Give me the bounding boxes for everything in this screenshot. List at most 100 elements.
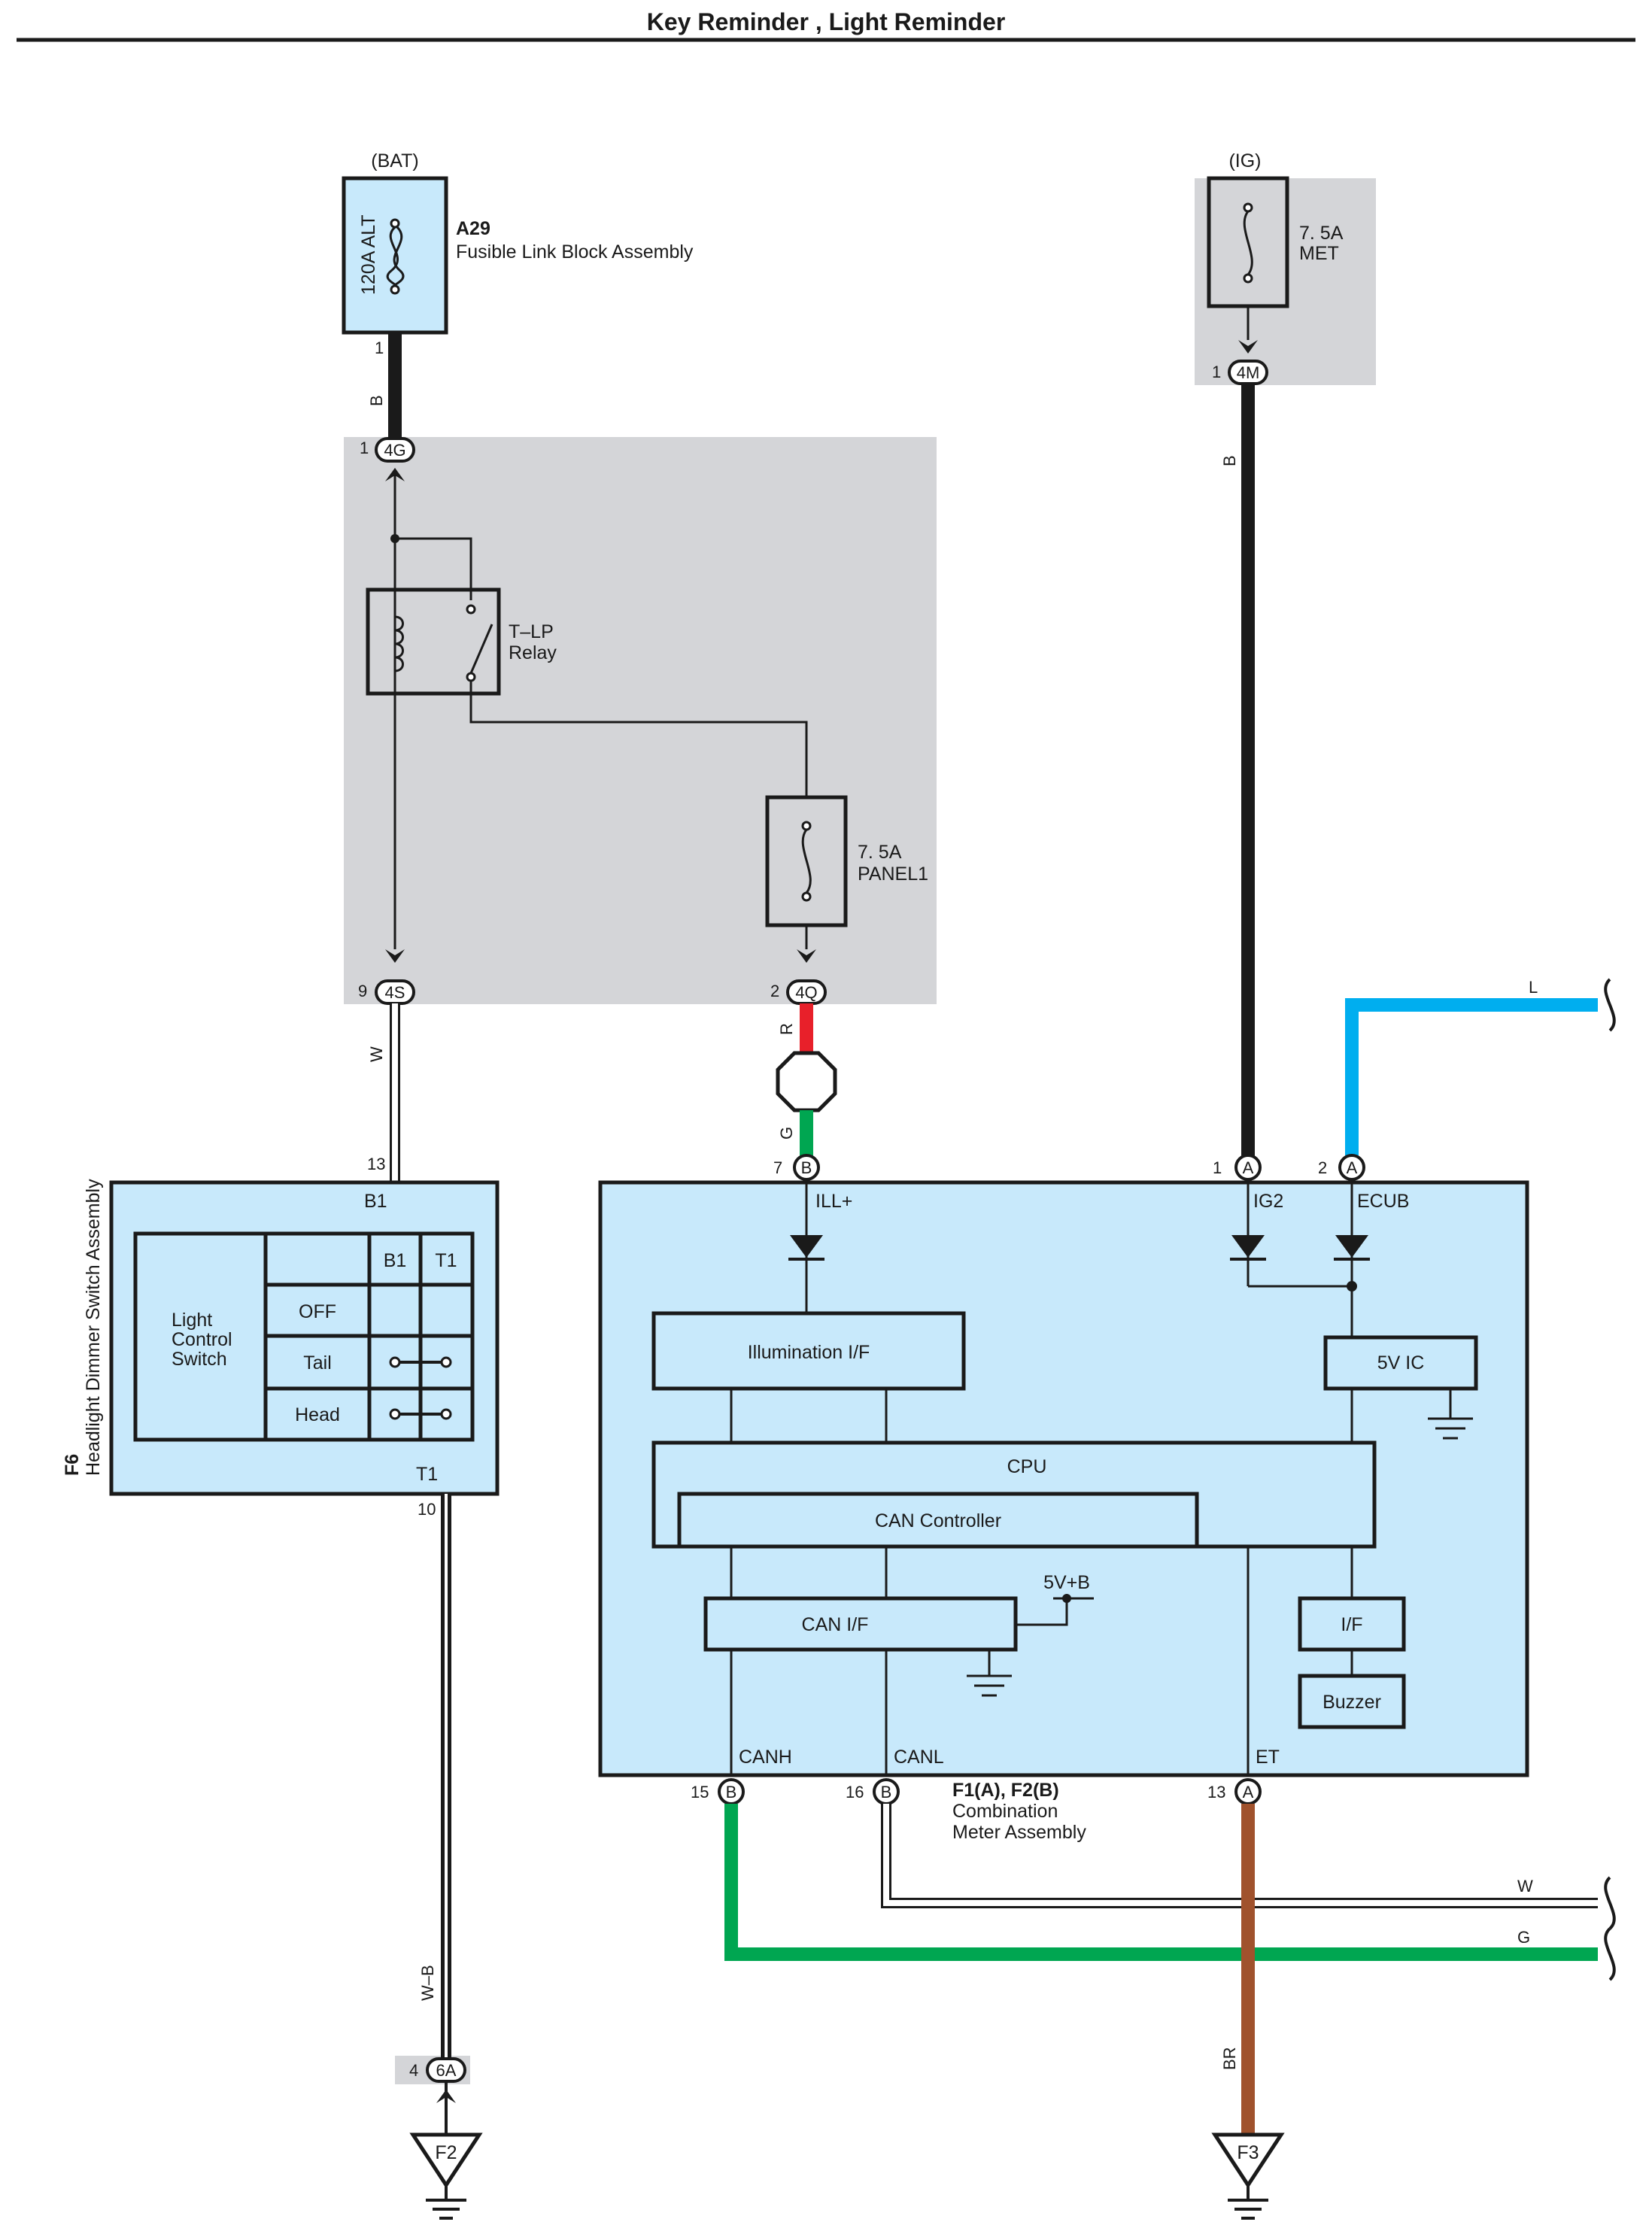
wire-w-canl: [883, 1804, 1598, 1906]
relay-coil-icon: [394, 615, 404, 672]
ill-diode-icon: [788, 1235, 824, 1261]
meter-ecub-label: ECUB: [1357, 1191, 1409, 1212]
jb-panel-feed: [469, 681, 808, 797]
conn-4m-pin: 1: [1212, 363, 1221, 381]
relay-label-2: Relay: [509, 642, 557, 663]
conn-4g: [375, 437, 415, 463]
ground-f2-earth-icon: [426, 2185, 466, 2220]
junction-block-area: [344, 437, 937, 1004]
ground-f2-pin: 4: [409, 2061, 418, 2080]
wire-l-break-icon: [1604, 978, 1616, 1032]
conn-4m-arrow-icon: [1238, 340, 1258, 354]
ground-f3-earth-icon: [1228, 2185, 1268, 2220]
meter-ig2-pin-conn: A: [1243, 1158, 1254, 1177]
page-title: Key Reminder , Light Reminder: [647, 8, 1006, 35]
meter-canh-label: CANH: [739, 1747, 792, 1768]
ground-f3-label: F3: [1237, 2142, 1259, 2163]
switch-top-pin: 13: [367, 1155, 385, 1173]
meter-ill-pin-conn: B: [801, 1158, 812, 1177]
meter-code: F1(A), F2(B): [952, 1780, 1059, 1801]
table-label-1: Light: [172, 1310, 212, 1331]
panel1-fuse-icon: [801, 821, 812, 902]
tail-contact-icon: [389, 1356, 452, 1368]
wire-g-break-icon: [1604, 1927, 1616, 1981]
conn-4m-id: 4M: [1237, 363, 1260, 382]
table-label-2: Control: [172, 1329, 232, 1350]
ecub-diode-icon: [1334, 1235, 1370, 1261]
can-controller-label: CAN Controller: [875, 1510, 1001, 1531]
vref-dot: [1062, 1594, 1071, 1603]
ic5v-ground-icon: [1428, 1389, 1473, 1440]
wire-l-label: L: [1529, 978, 1538, 997]
combination-meter-box: [598, 1180, 1529, 1777]
ig-label: (IG): [1228, 150, 1261, 171]
wire-w-canl-label: W: [1517, 1877, 1533, 1896]
wire-r-label: R: [777, 1023, 796, 1035]
conn-4s-pin: 9: [358, 982, 367, 1000]
vref-label: 5V+B: [1043, 1572, 1090, 1593]
meter-ecub-pin-num: 2: [1318, 1158, 1327, 1177]
switch-bottom-terminal: T1: [416, 1464, 438, 1485]
panel1-fuse-label-1: 7. 5A: [858, 842, 902, 863]
if-label: I/F: [1341, 1614, 1362, 1635]
fusible-link-code: A29: [456, 218, 490, 239]
tlp-relay-box: [366, 587, 501, 696]
can-if-label: CAN I/F: [802, 1614, 869, 1635]
wire-g-label: G: [777, 1127, 796, 1140]
wire-g-canh: [724, 1804, 1598, 1961]
meter-et-pin-num: 13: [1207, 1783, 1225, 1801]
wire-b-ig-label: B: [1220, 455, 1239, 466]
ic5v-box: [1323, 1335, 1478, 1391]
met-fuse-icon: [1243, 202, 1253, 284]
wire-joint-octagon-icon: [776, 1051, 837, 1112]
can-controller-box: [677, 1492, 1199, 1549]
fusible-link-name: Fusible Link Block Assembly: [456, 241, 694, 263]
ground-f2-label: F2: [435, 2142, 457, 2163]
illumination-if-box: [651, 1311, 966, 1391]
alt-fuse-icon: [386, 218, 405, 295]
meter-canl-label: CANL: [894, 1747, 944, 1768]
conn-4s-arrow-icon: [385, 949, 405, 963]
meter-et-pin-conn: A: [1243, 1783, 1254, 1801]
meter-ig2-pin-num: 1: [1213, 1158, 1222, 1177]
table-row-tail: Tail: [303, 1352, 332, 1373]
wire-l-ecub: [1345, 998, 1598, 1158]
ic5v-label: 5V IC: [1377, 1352, 1425, 1373]
conn-6a-id: 6A: [436, 2061, 457, 2080]
table-row-head: Head: [295, 1404, 340, 1425]
cpu-label: CPU: [1007, 1456, 1047, 1477]
met-fuse-label-1: 7. 5A: [1299, 223, 1344, 244]
canif-ground-icon: [967, 1650, 1012, 1697]
buzzer-box: [1298, 1674, 1406, 1729]
panel1-fuse-label-2: PANEL1: [858, 864, 928, 885]
switch-top-terminal: B1: [364, 1191, 387, 1212]
table-col-b1: B1: [384, 1250, 407, 1271]
meter-ill-pin-num: 7: [773, 1158, 782, 1177]
meter-canl-pin-conn: B: [881, 1783, 892, 1801]
meter-ig2-label: IG2: [1253, 1191, 1283, 1212]
meter-canh-pin-num: 15: [691, 1783, 709, 1801]
table-col-t1: T1: [435, 1250, 457, 1271]
conn-4s-id: 4S: [385, 983, 405, 1002]
conn-4q-id: 4Q: [795, 983, 817, 1002]
switch-code: F6: [62, 1454, 83, 1476]
illumination-if-label: Illumination I/F: [748, 1342, 870, 1363]
met-fuse-label-2: MET: [1299, 243, 1339, 264]
fusible-link-pin: 1: [375, 338, 384, 357]
wire-w-break-icon: [1604, 1876, 1616, 1930]
conn-4q-arrow-icon: [797, 949, 816, 963]
bat-label: (BAT): [371, 150, 418, 171]
meter-ecub-pin-conn: A: [1347, 1158, 1358, 1177]
conn-4g-pin: 1: [360, 439, 369, 457]
relay-switch-icon: [466, 604, 493, 682]
table-label-3: Switch: [172, 1349, 227, 1370]
buzzer-label: Buzzer: [1323, 1692, 1381, 1713]
ground-f2-symbol-icon: [409, 2132, 483, 2189]
switch-bottom-pin: 10: [418, 1500, 436, 1519]
alt-fuse-label: 120A ALT: [358, 214, 379, 295]
head-contact-icon: [389, 1408, 452, 1420]
wire-w-headlight-label: W: [367, 1046, 386, 1062]
meter-canh-pin-conn: B: [726, 1783, 737, 1801]
meter-et-label: ET: [1256, 1747, 1280, 1768]
